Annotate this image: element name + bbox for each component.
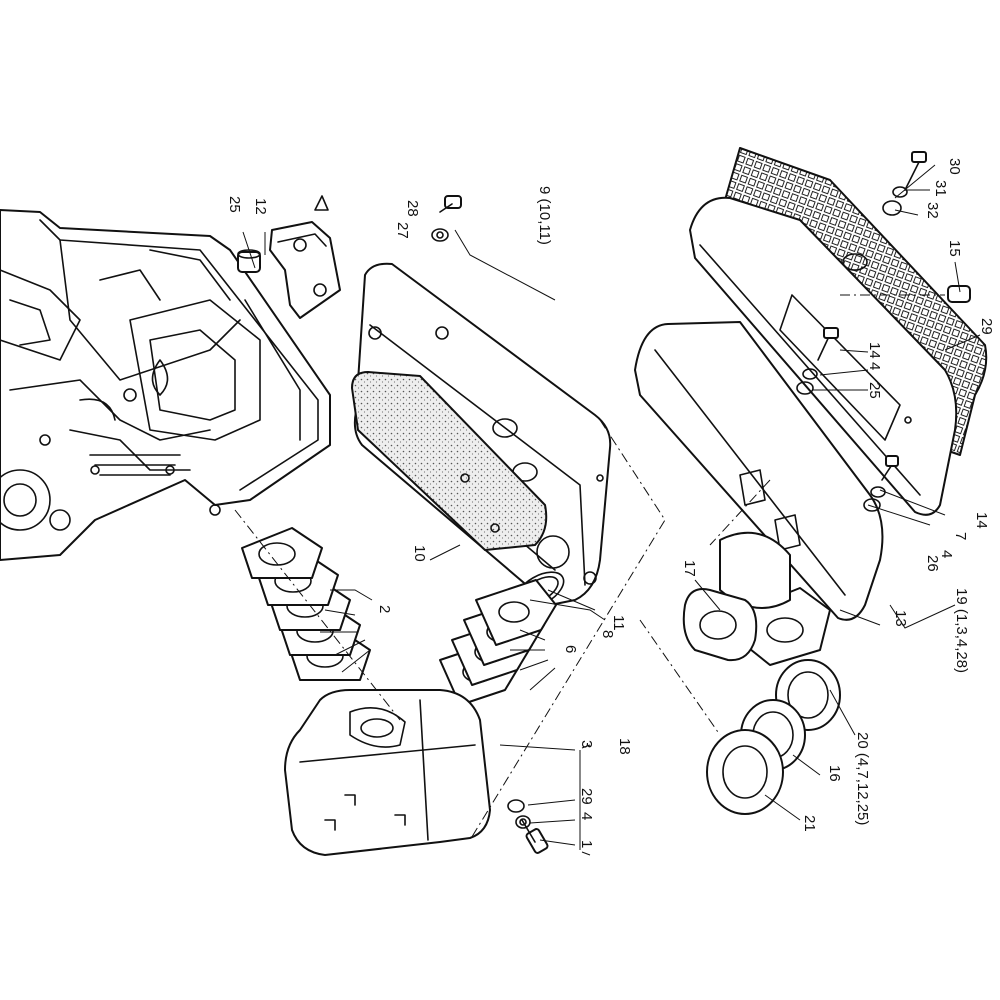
callout-labels: 2 6 8 11 10 9 (10,11) 28 27 25 12 3 29 4… (226, 158, 995, 848)
callout-29: 29 (978, 318, 995, 335)
washer-26 (431, 228, 449, 242)
screw-7 (881, 455, 899, 481)
callout-27: 28 (404, 200, 421, 217)
callout-26: 27 (394, 222, 411, 239)
screw-1 (521, 819, 549, 854)
tail-pipe-flange (719, 531, 831, 666)
callout-4b: 4 (866, 362, 883, 370)
washers-4-25-upper (796, 368, 818, 395)
callout-21a: 20 (4,7,12,25) (854, 732, 871, 825)
callout-9: 9 (10,11) (536, 186, 553, 245)
callout-16: 15 (946, 240, 963, 257)
callout-4: 4 (578, 812, 595, 820)
callout-8: 8 (599, 630, 616, 638)
gasket-stack-6 (439, 579, 557, 706)
callout-11: 11 (610, 615, 627, 631)
callout-7: 7 (952, 532, 969, 540)
callout-15: 14 (973, 512, 990, 529)
callout-1: 1 (578, 840, 595, 848)
insulation-pad (351, 371, 548, 551)
callout-17: 16 (826, 765, 843, 782)
ring-21-bottom (706, 729, 784, 815)
gasket-18 (682, 588, 758, 662)
screw-27 (439, 195, 462, 213)
callout-19: 18 (616, 738, 633, 755)
callout-2: 2 (376, 605, 393, 613)
outer-cover (689, 196, 958, 516)
callout-20: 19 (1,3,4,28) (953, 588, 970, 673)
callout-14: 14 (866, 342, 883, 359)
assembly-center-lines (234, 419, 771, 841)
spacer-bushing (237, 249, 261, 273)
callout-31: 31 (932, 180, 949, 197)
engine-block (0, 209, 331, 561)
washers-4-28 (507, 799, 531, 829)
leader-lines (242, 164, 981, 856)
callout-13: 12 (252, 198, 269, 215)
callout-4c: 4 (938, 550, 955, 558)
callout-25a: 25 (866, 382, 883, 399)
callout-21b: 21 (801, 815, 818, 832)
washer-32 (882, 200, 902, 216)
callout-32: 32 (924, 202, 941, 219)
gasket-stack-2 (241, 527, 371, 681)
callout-28: 29 (578, 788, 595, 805)
screw-30 (904, 151, 927, 191)
callout-22: 25 (226, 196, 243, 213)
callout-18: 17 (681, 560, 698, 577)
callout-30: 30 (946, 158, 963, 175)
heat-shield (284, 689, 491, 856)
inner-cover (634, 321, 884, 621)
callout-10: 10 (411, 545, 428, 562)
callout-12: 13 (892, 610, 909, 627)
screw-14 (817, 327, 839, 361)
callout-6: 6 (562, 645, 579, 653)
callout-25b: 26 (924, 555, 941, 572)
mounting-bracket (269, 195, 341, 319)
washer-31 (892, 186, 908, 198)
callout-3: 3 (578, 740, 595, 748)
